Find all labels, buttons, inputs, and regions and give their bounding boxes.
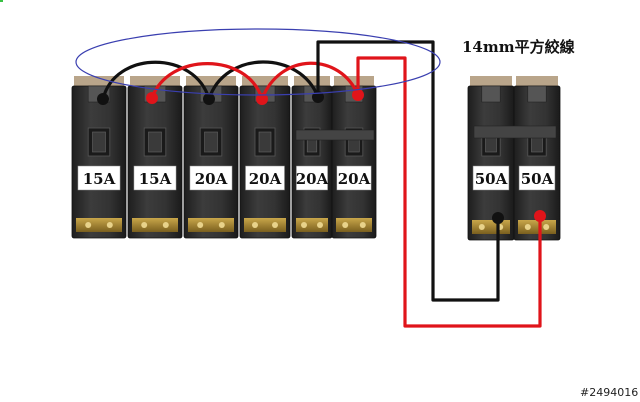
terminal-screw bbox=[272, 222, 278, 228]
bottom-terminal bbox=[76, 218, 122, 232]
branch-breaker-1: 15A bbox=[71, 76, 127, 239]
breaker-rating: 20A bbox=[249, 170, 282, 188]
breaker-rating: 50A bbox=[521, 170, 554, 188]
terminal-screw bbox=[478, 224, 485, 230]
red-terminal-dot bbox=[256, 93, 268, 105]
terminal-screw bbox=[301, 222, 307, 228]
terminal-screw bbox=[317, 222, 323, 228]
branch-breaker-3: 20A bbox=[183, 76, 239, 239]
red-jumper-wire bbox=[260, 61, 360, 101]
terminal-screw bbox=[252, 222, 258, 228]
bottom-terminal bbox=[472, 220, 510, 234]
rating-label-box bbox=[336, 165, 372, 191]
breaker-body bbox=[127, 85, 183, 239]
branch-breaker-row: 15A 15A 20A 20A 20A 20A bbox=[71, 76, 377, 239]
breaker-rating: 15A bbox=[139, 170, 172, 188]
rating-label-box bbox=[296, 165, 328, 191]
top-terminal bbox=[527, 85, 547, 103]
breaker-rating: 20A bbox=[195, 170, 228, 188]
breaker-rating: 20A bbox=[296, 170, 329, 188]
breaker-rating: 15A bbox=[83, 170, 116, 188]
main-breaker-1: 50A bbox=[467, 76, 515, 241]
toggle-switch bbox=[258, 131, 272, 153]
wiring bbox=[97, 40, 546, 328]
red-terminal-dot bbox=[534, 210, 546, 222]
terminal-screw bbox=[218, 222, 225, 228]
bottom-terminal bbox=[518, 220, 556, 234]
bottom-terminal bbox=[336, 218, 372, 232]
black-feed-wire bbox=[316, 40, 500, 302]
red-jumper-wire bbox=[150, 62, 264, 101]
breaker-rating: 50A bbox=[475, 170, 508, 188]
breaker-body bbox=[467, 85, 515, 241]
watermark: #2494016 bbox=[580, 386, 638, 399]
red-feed-wire bbox=[356, 56, 542, 328]
top-terminal bbox=[481, 85, 501, 103]
terminal-screw bbox=[342, 222, 349, 228]
main-breaker: 50A 50A bbox=[467, 76, 561, 241]
black-terminal-dot bbox=[203, 93, 215, 105]
terminal-screw bbox=[85, 222, 92, 228]
black-terminal-dot bbox=[97, 93, 109, 105]
red-terminal-dot bbox=[146, 92, 158, 104]
double-breaker-ridge bbox=[295, 129, 375, 141]
rating-label-box bbox=[77, 165, 121, 191]
terminal-screw bbox=[359, 222, 366, 228]
branch-breaker-6: 20A bbox=[331, 76, 377, 239]
breaker-rating: 20A bbox=[338, 170, 371, 188]
bottom-terminal bbox=[244, 218, 286, 232]
branch-breaker-4: 20A bbox=[239, 76, 291, 239]
toggle-switch bbox=[148, 131, 162, 153]
black-terminal-dot bbox=[492, 212, 504, 224]
rating-label-box bbox=[133, 165, 177, 191]
rating-label-box bbox=[472, 165, 510, 191]
breaker-body bbox=[183, 85, 239, 239]
rating-label-box bbox=[245, 165, 285, 191]
toggle-switch bbox=[92, 131, 106, 153]
rating-label-box bbox=[518, 165, 556, 191]
terminal-screw bbox=[524, 224, 531, 230]
bottom-terminal bbox=[188, 218, 234, 232]
bottom-terminal bbox=[296, 218, 328, 232]
black-jumper-wire bbox=[207, 60, 320, 101]
bottom-terminal bbox=[132, 218, 178, 232]
breaker-body bbox=[291, 85, 333, 239]
corner-mark bbox=[0, 0, 3, 2]
terminal-screw bbox=[197, 222, 204, 228]
breaker-body bbox=[331, 85, 377, 239]
terminal-screw bbox=[106, 222, 113, 228]
breaker-body bbox=[71, 85, 127, 239]
terminal-screw bbox=[162, 222, 169, 228]
rating-label-box bbox=[189, 165, 233, 191]
toggle-switch bbox=[204, 131, 218, 153]
wire-spec-label: 14mm平方絞線 bbox=[462, 38, 575, 56]
wire-group-highlight-ellipse bbox=[75, 28, 441, 96]
breaker-body bbox=[239, 85, 291, 239]
main-breaker-ridge bbox=[473, 125, 557, 139]
red-terminal-dot bbox=[352, 89, 364, 101]
terminal-screw bbox=[543, 224, 550, 230]
terminal-screw bbox=[141, 222, 148, 228]
branch-breaker-5: 20A bbox=[291, 76, 333, 239]
black-jumper-wire bbox=[101, 60, 211, 101]
